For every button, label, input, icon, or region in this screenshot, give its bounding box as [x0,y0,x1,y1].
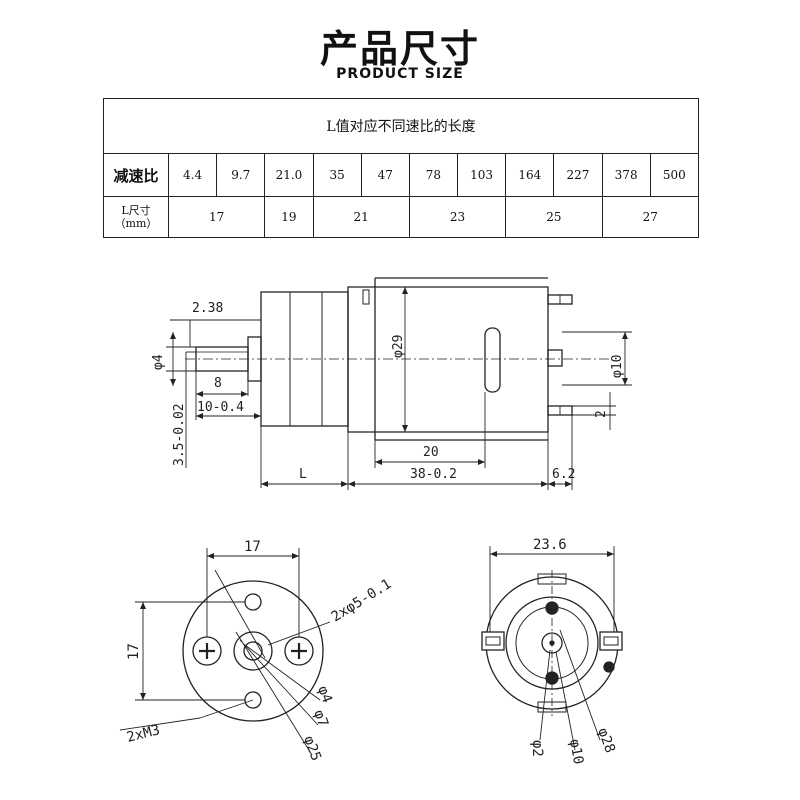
center-boss [233,631,273,671]
rear-view-labels: 23.6 φ2 φ10 φ28 [529,537,618,766]
page-subtitle: PRODUCT SIZE [336,66,464,82]
side-view [166,277,632,490]
front-view [119,548,331,756]
side-view-labels: 2.38 φ4 8 10-0.4 3.5-0.02 φ29 20 L 38-0.… [151,301,625,482]
dim-38: 38-0.2 [410,467,457,482]
dim-front-phi4: φ4 [314,684,335,705]
rear-tab-right [599,631,623,651]
ratio-cell: 227 [553,153,603,197]
dim-m3: 2xM3 [125,722,162,746]
dim-2: 2 [594,410,609,418]
page-title: 产品尺寸 [319,27,480,71]
rear-tab-left [481,631,505,651]
dim-2-38: 2.38 [192,301,223,316]
dim-holes: 2xφ5-0.1 [329,576,395,625]
length-label-line2: （mm） [114,217,158,230]
dim-20: 20 [423,445,439,460]
ratio-cell: 500 [649,153,700,197]
dim-8: 8 [214,376,222,391]
dim-phi10-side: φ10 [610,355,625,378]
length-label: L尺寸 （mm） [103,196,169,238]
dim-17-top: 17 [244,539,261,555]
rear-view [481,546,623,751]
ratio-cell: 9.7 [216,153,266,197]
front-view-labels: 17 17 2xφ5-0.1 2xM3 φ4 φ7 φ25 [125,539,394,763]
length-cell: 21 [312,196,410,238]
front-outline [182,580,324,722]
dim-front-phi25: φ25 [300,734,324,763]
dim-front-phi7: φ7 [310,708,331,729]
dim-10: 10-0.4 [197,400,244,415]
length-cell: 27 [601,196,700,238]
dim-17-side: 17 [126,643,142,660]
ratio-cell: 103 [457,153,507,197]
rear-bushing [547,349,563,367]
ratio-cell: 35 [312,153,362,197]
dim-rear-phi10: φ10 [566,738,586,766]
dim-6-2: 6.2 [552,467,575,482]
dim-3-5: 3.5-0.02 [172,403,187,466]
motor-body [347,286,549,433]
hole-top [244,593,262,611]
vent-slot [484,327,501,393]
dim-L: L [299,467,307,482]
length-label-line1: L尺寸 [121,204,151,217]
length-cell: 17 [167,196,266,238]
ratio-cell: 21.0 [264,153,314,197]
dim-shaft-phi4: φ4 [151,354,166,370]
dim-phi29: φ29 [391,335,406,358]
dim-rear-phi28: φ28 [594,726,618,755]
dim-rear-phi2: φ2 [529,740,545,757]
ratio-cell: 47 [360,153,410,197]
length-cell: 25 [505,196,603,238]
dim-23-6: 23.6 [533,537,567,553]
length-cell: 19 [264,196,314,238]
length-cell: 23 [408,196,507,238]
